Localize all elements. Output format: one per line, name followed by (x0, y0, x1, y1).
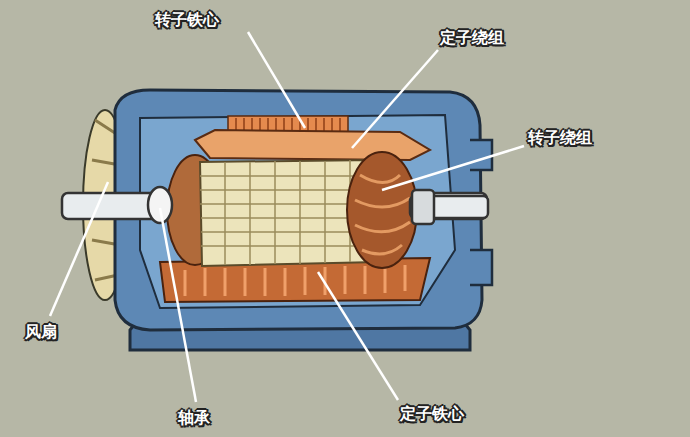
part-label: 轴承 (178, 408, 210, 427)
part-label: 定子绕组 (440, 28, 504, 47)
part-label: 定子铁心 (400, 404, 464, 423)
part-label: 转子铁心 (155, 10, 219, 29)
part-label: 转子绕组 (528, 128, 592, 147)
part-label: 风扇 (25, 322, 57, 341)
